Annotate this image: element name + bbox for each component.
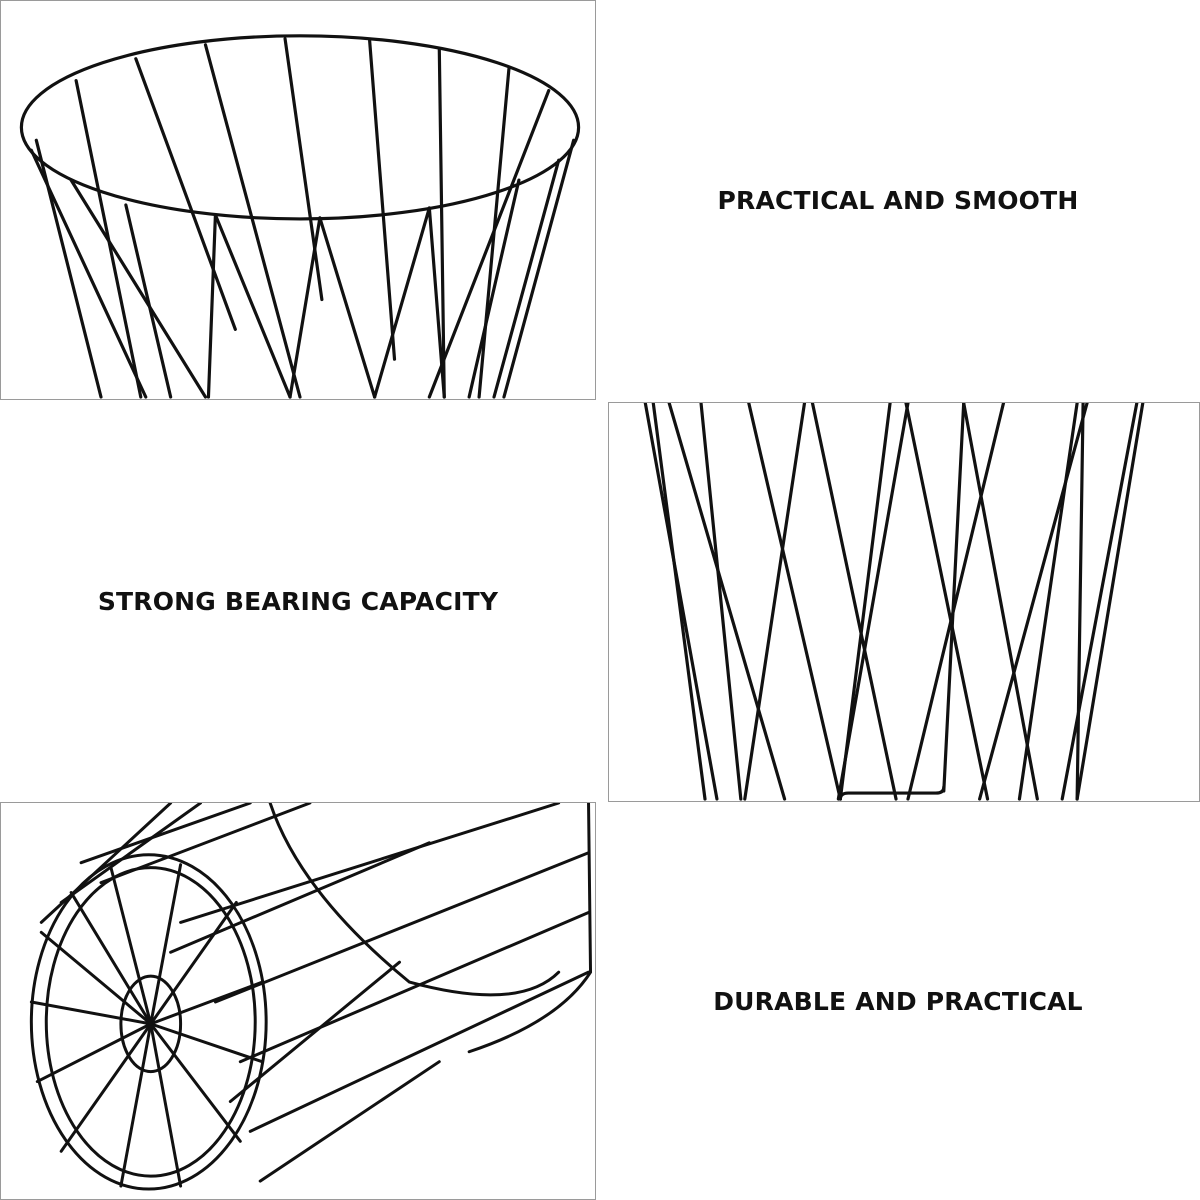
wire-basket-body-image: [643, 403, 1145, 801]
practical-smooth-panel: PRACTICAL AND SMOOTH: [596, 0, 1200, 400]
basket-rim-image-panel: [0, 0, 596, 400]
caption-durable-practical: DURABLE AND PRACTICAL: [713, 986, 1083, 1016]
wire-basket-rim-image: [19, 34, 581, 399]
strong-bearing-panel: STRONG BEARING CAPACITY: [0, 400, 596, 802]
caption-practical-smooth: PRACTICAL AND SMOOTH: [717, 185, 1079, 215]
durable-practical-panel: DURABLE AND PRACTICAL: [596, 802, 1200, 1200]
wire-basket-side-image: [29, 803, 593, 1191]
caption-strong-bearing: STRONG BEARING CAPACITY: [97, 586, 499, 616]
basket-side-image-panel: [0, 802, 596, 1200]
basket-body-image-panel: [608, 402, 1200, 802]
